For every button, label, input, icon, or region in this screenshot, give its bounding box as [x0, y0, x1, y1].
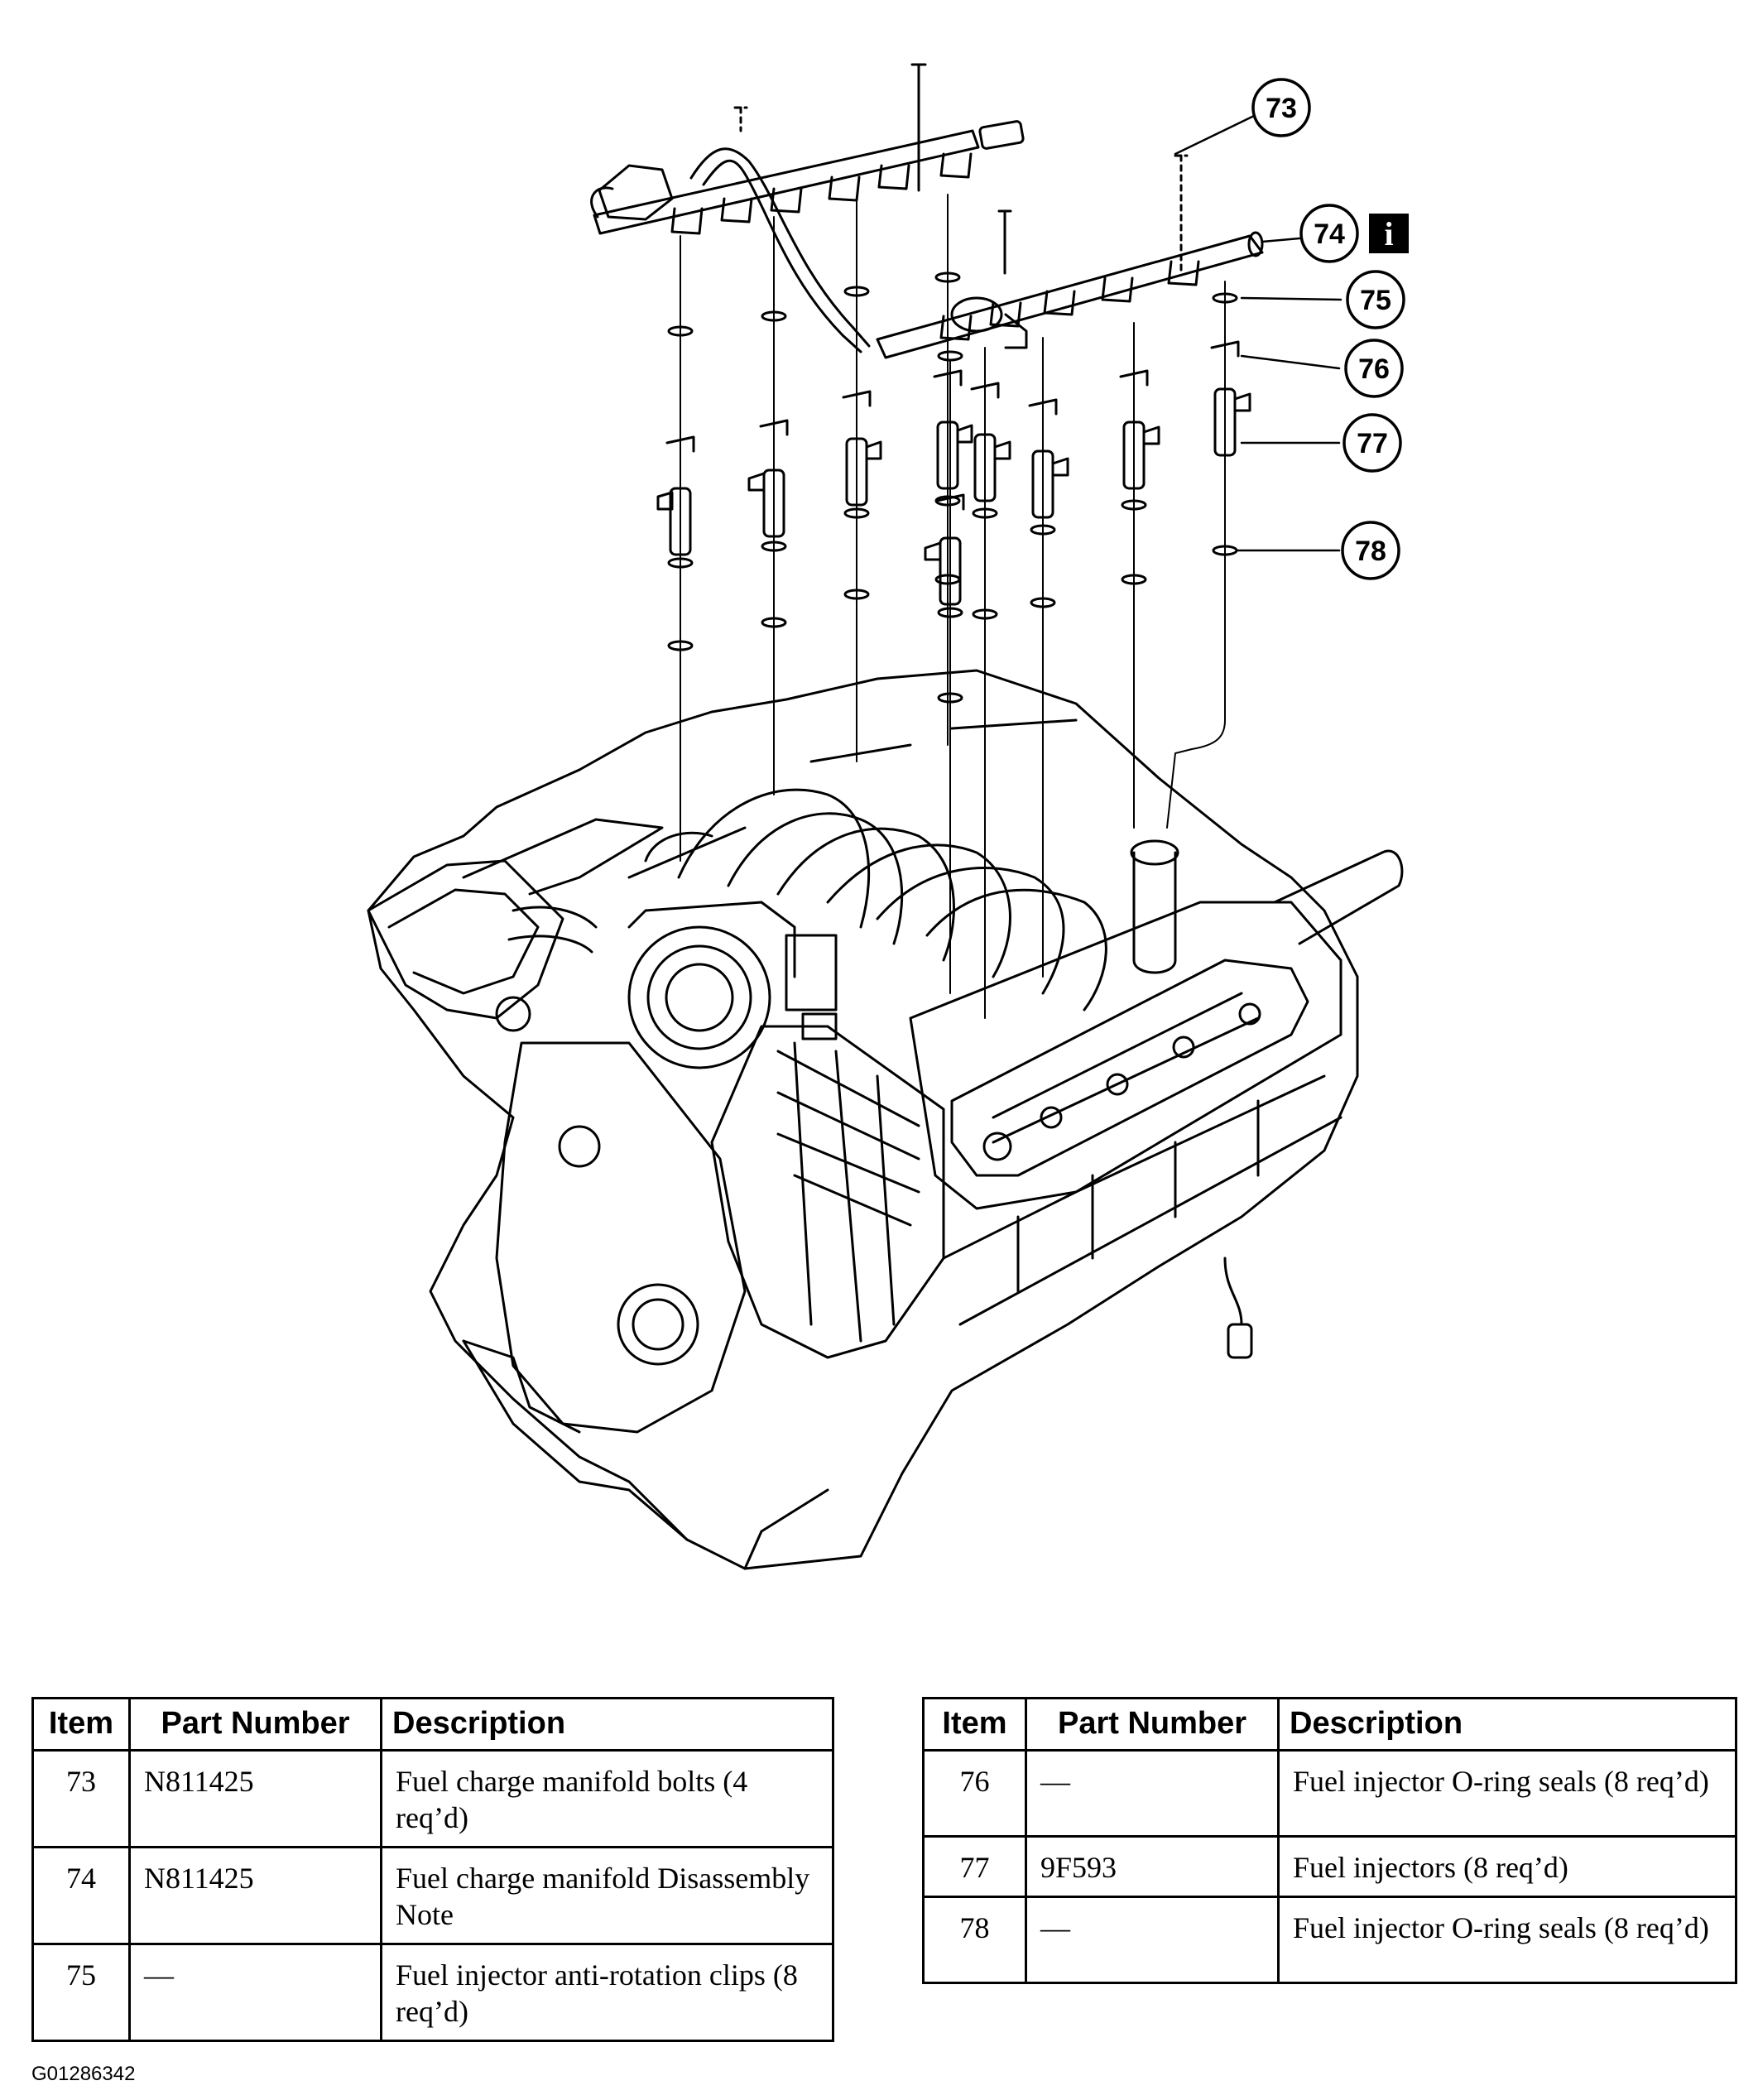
cell-item: 78	[922, 1896, 1027, 1984]
callout-75: 75	[1346, 270, 1405, 329]
cell-part-number: —	[1025, 1896, 1280, 1984]
header-item: Item	[922, 1697, 1027, 1752]
table-row: 76 — Fuel injector O-ring seals (8 req’d…	[922, 1749, 1737, 1838]
table-row: 75 — Fuel injector anti-rotation clips (…	[31, 1943, 834, 2042]
svg-text:75: 75	[1360, 285, 1391, 316]
injector-stack-2	[747, 216, 789, 795]
table-header-row: Item Part Number Description	[922, 1697, 1737, 1752]
cell-description: Fuel charge manifold Disassembly Note	[380, 1846, 834, 1945]
callout-74: 74 i	[1299, 204, 1409, 263]
cell-item: 74	[31, 1846, 131, 1945]
injector-stack-7	[1028, 337, 1069, 978]
engine-exploded-diagram: 73 74 i 75 76 77 78	[367, 63, 1409, 1570]
injector-stack-5	[924, 350, 965, 994]
cell-description: Fuel injectors (8 req’d)	[1277, 1835, 1737, 1898]
cell-part-number: 9F593	[1025, 1835, 1280, 1898]
cell-part-number: N811425	[128, 1846, 382, 1945]
svg-text:73: 73	[1266, 93, 1297, 124]
cell-part-number: N811425	[128, 1749, 382, 1848]
svg-text:i: i	[1384, 215, 1393, 252]
injector-stack-8	[1119, 322, 1160, 829]
cell-item: 73	[31, 1749, 131, 1848]
svg-text:76: 76	[1358, 353, 1390, 385]
callout-73: 73	[1251, 78, 1311, 137]
cell-item: 76	[922, 1749, 1027, 1838]
engine-block	[367, 669, 1404, 1570]
svg-text:78: 78	[1355, 536, 1386, 567]
header-item: Item	[31, 1697, 131, 1752]
callout-76: 76	[1344, 339, 1404, 398]
info-icon	[1369, 214, 1409, 253]
svg-text:74: 74	[1314, 219, 1345, 250]
injector-stack-6	[970, 347, 1011, 1019]
injector-stack-1	[656, 235, 695, 862]
cell-description: Fuel injector O-ring seals (8 req’d)	[1277, 1896, 1737, 1984]
injector-stack-9	[1166, 281, 1251, 829]
table-row: 73 N811425 Fuel charge manifold bolts (4…	[31, 1749, 834, 1848]
callout-78: 78	[1341, 521, 1400, 580]
svg-text:77: 77	[1357, 428, 1388, 459]
table-header-row: Item Part Number Description	[31, 1697, 834, 1752]
cell-part-number: —	[128, 1943, 382, 2042]
fuel-charge-manifold	[590, 120, 1264, 359]
cell-item: 75	[31, 1943, 131, 2042]
figure-id: G01286342	[31, 2063, 136, 2085]
cell-description: Fuel charge manifold bolts (4 req’d)	[380, 1749, 834, 1848]
callout-77: 77	[1343, 413, 1402, 473]
cell-item: 77	[922, 1835, 1027, 1898]
table-row: 74 N811425 Fuel charge manifold Disassem…	[31, 1846, 834, 1945]
table-row: 78 — Fuel injector O-ring seals (8 req’d…	[922, 1896, 1737, 1984]
manifold-bolts	[733, 63, 1189, 275]
header-description: Description	[1277, 1697, 1737, 1752]
injector-stack-4	[933, 194, 973, 746]
cell-description: Fuel injector anti-rotation clips (8 req…	[380, 1943, 834, 2042]
parts-table-left: Item Part Number Description 73 N811425 …	[31, 1697, 834, 2042]
table-row: 77 9F593 Fuel injectors (8 req’d)	[922, 1835, 1737, 1898]
header-description: Description	[380, 1697, 834, 1752]
callout-leaders	[1174, 114, 1343, 552]
cell-description: Fuel injector O-ring seals (8 req’d)	[1277, 1749, 1737, 1838]
header-part-number: Part Number	[1025, 1697, 1280, 1752]
parts-table-right: Item Part Number Description 76 — Fuel i…	[922, 1697, 1737, 1984]
injector-stack-3	[842, 198, 882, 762]
header-part-number: Part Number	[128, 1697, 382, 1752]
cell-part-number: —	[1025, 1749, 1280, 1838]
